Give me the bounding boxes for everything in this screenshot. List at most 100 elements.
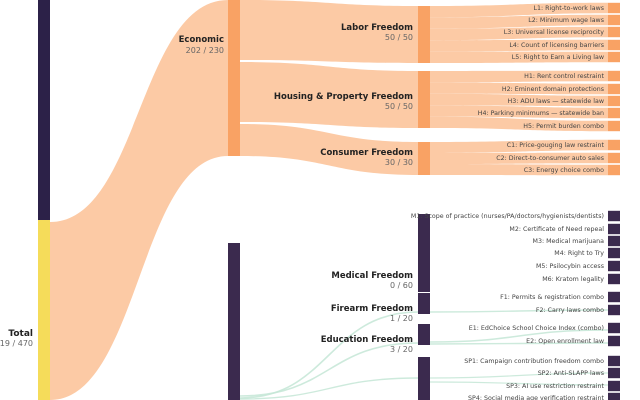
education-node xyxy=(418,324,430,345)
category-medical-value: 0 / 60 xyxy=(390,281,413,290)
medical-node xyxy=(418,214,430,292)
flow-leaf-1-3 xyxy=(430,105,608,119)
flow-leaf-0-4 xyxy=(430,51,608,63)
category-labor-value: 50 / 50 xyxy=(385,33,413,42)
leaf-node xyxy=(608,273,620,285)
leaf-label: M2: Certificate of Need repeal xyxy=(509,226,604,233)
category-housing-name: Housing & Property Freedom xyxy=(274,92,413,102)
flow-economic-consumer xyxy=(240,124,418,175)
category-firearm-value: 1 / 20 xyxy=(390,314,413,323)
leaf-label: F2: Carry laws combo xyxy=(536,307,604,314)
leaf-label: H2: Eminent domain protections xyxy=(502,86,604,93)
leaf-node xyxy=(608,51,620,63)
flow-leaf-1-2 xyxy=(430,93,608,107)
total-value: 219 / 470 xyxy=(0,339,33,348)
leaf-label: SP4: Social media age verification restr… xyxy=(468,395,604,400)
flow-speech-sp2 xyxy=(429,372,609,379)
leaf-node xyxy=(608,70,620,82)
total-name: Total xyxy=(8,329,33,339)
leaf-node xyxy=(608,392,620,400)
flow-total-economic xyxy=(50,0,228,400)
leaf-node xyxy=(608,120,620,132)
leaf-node xyxy=(608,152,620,164)
leaf-label: C2: Direct-to-consumer auto sales xyxy=(496,155,604,162)
flow-economic-housing xyxy=(240,62,418,128)
economic-name: Economic xyxy=(179,35,224,45)
flow-personal-education xyxy=(239,342,419,397)
flow-economic-labor xyxy=(240,0,418,63)
labels: Total 219 / 470 Economic 202 / 230 Labor… xyxy=(0,23,413,354)
leaf-node xyxy=(608,260,620,272)
flow-personal-firearm xyxy=(239,311,419,399)
total-node-scored xyxy=(38,220,50,400)
flow-leaf-1-4 xyxy=(430,116,608,132)
category-education-name: Education Freedom xyxy=(321,335,413,345)
leaf-node xyxy=(608,291,620,303)
leaf-label: L5: Right to Earn a Living law xyxy=(512,54,604,61)
total-node-unscored xyxy=(38,0,50,220)
leaf-label: M1: Scope of practice (nurses/PA/doctors… xyxy=(411,213,604,220)
flow-leaf-1-0 xyxy=(430,70,608,83)
flow-leaf-2-2 xyxy=(430,164,608,176)
leaf-node xyxy=(608,380,620,392)
leaf-node xyxy=(608,304,620,316)
flow-leaf-0-1 xyxy=(430,14,608,29)
flow-leaf-0-3 xyxy=(430,39,608,52)
flow-leaf-2-1 xyxy=(430,152,608,164)
leaf-label: M5: Psilocybin access xyxy=(536,263,604,270)
leaf-label: L1: Right-to-work laws xyxy=(534,5,604,12)
leaf-node xyxy=(608,14,620,26)
leaf-label: L2: Minimum wage laws xyxy=(528,17,604,24)
leaf-label: E1: EdChoice School Choice Index (combo) xyxy=(469,325,604,332)
leaf-label: SP2: Anti-SLAPP laws xyxy=(538,370,604,377)
flow-education-e2 xyxy=(429,342,609,345)
leaf-label: M4: Right to Try xyxy=(554,250,604,257)
category-labor-name: Labor Freedom xyxy=(341,23,413,33)
leaf-node xyxy=(608,247,620,259)
leaf-node xyxy=(608,355,620,367)
leaf-label: H4: Parking minimums — statewide ban xyxy=(478,110,604,117)
flow-personal-speech xyxy=(239,377,419,400)
leaf-node xyxy=(608,107,620,119)
leaf-node xyxy=(608,95,620,107)
category-medical-name: Medical Freedom xyxy=(331,271,413,281)
flow-speech-sp3 xyxy=(429,381,609,386)
leaf-node xyxy=(608,26,620,38)
economic-value: 202 / 230 xyxy=(186,46,224,55)
flow-leaf-2-0 xyxy=(430,139,608,153)
leaf-label: E2: Open enrollment law xyxy=(526,338,604,345)
firearm-node xyxy=(418,293,430,314)
labor-node xyxy=(418,6,430,63)
nodes xyxy=(38,0,620,400)
leaf-node xyxy=(608,164,620,176)
category-firearm-name: Firearm Freedom xyxy=(331,304,413,314)
leaf-label: F1: Permits & registration combo xyxy=(500,294,604,301)
leaf-label: H1: Rent control restraint xyxy=(524,73,604,80)
flow-leaf-0-2 xyxy=(430,26,608,41)
category-consumer-name: Consumer Freedom xyxy=(320,148,413,158)
leaf-label: H5: Permit burden combo xyxy=(523,123,604,130)
leaf-node xyxy=(608,223,620,235)
leaf-node xyxy=(608,2,620,14)
speech-node xyxy=(418,357,430,400)
leaf-node xyxy=(608,139,620,151)
leaf-node xyxy=(608,83,620,95)
category-consumer-value: 30 / 30 xyxy=(385,158,413,167)
flow-links xyxy=(50,0,609,400)
leaf-node xyxy=(608,367,620,379)
flow-leaf-1-1 xyxy=(430,82,608,95)
category-housing-value: 50 / 50 xyxy=(385,102,413,111)
flow-education-e1 xyxy=(429,329,609,343)
housing-node xyxy=(418,71,430,128)
leaf-node xyxy=(608,235,620,247)
leaf-label: C3: Energy choice combo xyxy=(524,167,604,174)
leaf-node xyxy=(608,39,620,51)
leaf-label: SP3: AI use restriction restraint xyxy=(506,383,604,390)
leaf-label: M3: Medical marijuana xyxy=(533,238,605,245)
category-education-value: 3 / 20 xyxy=(390,345,413,354)
leaf-label: H3: ADU laws — statewide law xyxy=(508,98,604,105)
flow-firearm-f2 xyxy=(429,309,609,313)
